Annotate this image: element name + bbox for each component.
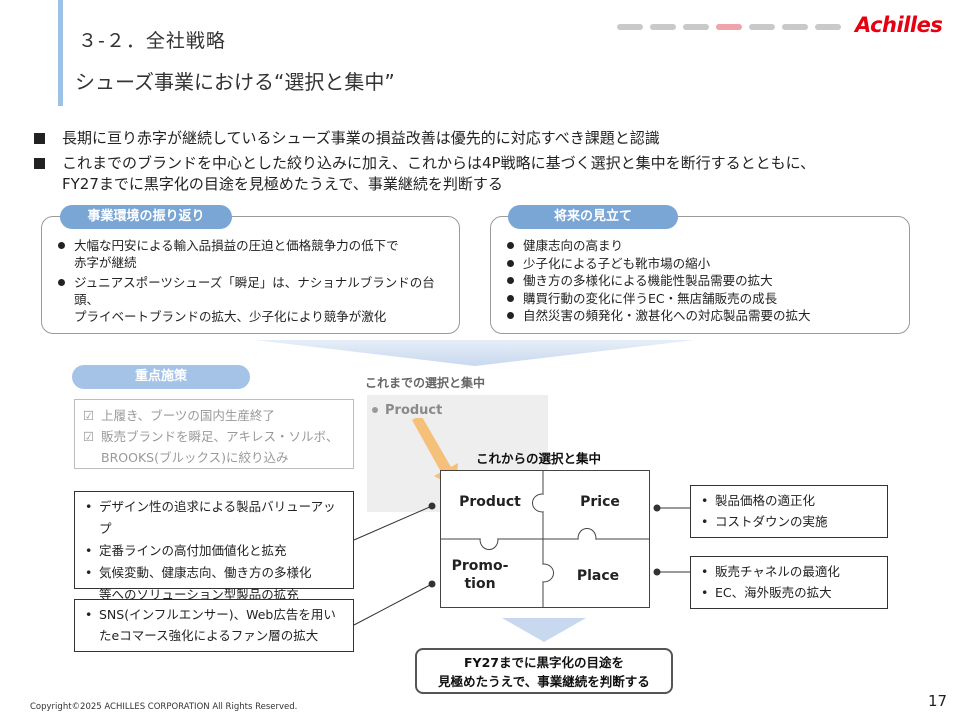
measures-label: 重点施策 [72,365,250,389]
list-item: 健康志向の高まり [505,237,811,255]
section-title: ３-２．全社戦略 [78,30,226,52]
price-measures-box: •製品価格の適正化 •コストダウンの実施 [690,485,888,538]
list-item: •コストダウンの実施 [701,514,828,529]
key-point: これまでのブランドを中心とした絞り込みに加え、これからは4P戦略に基づく選択と集… [34,153,815,174]
slide-progress-indicator [617,24,841,30]
previous-strategy-label: これまでの選択と集中 [365,376,486,390]
list-item-continuation: 等へのソリューション型製品の拡充 [99,587,299,602]
product-measures-box: •デザイン性の追求による製品バリューアップ •定番ラインの高付加価値化と拡充 •… [74,491,354,602]
review-label: 事業環境の振り返り [60,205,232,229]
past-measures-box: ☑上履き、ブーツの国内生産終了 ☑販売ブランドを瞬足、アキレス・ソルボ、 BRO… [74,399,354,469]
checkbox-icon: ☑ [83,408,95,423]
list-item: •定番ラインの高付加価値化と拡充 [85,543,287,558]
list-item: •製品価格の適正化 [701,493,816,508]
checkbox-icon: ☑ [83,429,95,444]
list-item: 少子化による子ども靴市場の縮小 [505,255,811,273]
next-strategy-label: これからの選択と集中 [476,451,602,466]
place-measures-list: •販売チャネルの最適化 •EC、海外販売の拡大 [699,561,879,603]
list-item: •気候変動、健康志向、働き方の多様化 [85,565,312,580]
product-measures-list: •デザイン性の追求による製品バリューアップ •定番ラインの高付加価値化と拡充 •… [83,496,345,606]
bullet-dot-icon [507,312,514,319]
four-p-puzzle [440,470,650,608]
achilles-logo: Achilles [855,13,943,37]
slide-title: シューズ事業における“選択と集中” [75,70,395,94]
list-item: •デザイン性の追求による製品バリューアップ [85,499,336,536]
title-accent-bar [58,0,63,106]
review-panel: 大幅な円安による輸入品損益の圧迫と価格競争力の低下で赤字が継続 ジュニアスポーツ… [41,216,460,334]
outlook-label: 将来の見立て [508,205,678,229]
progress-dash [749,24,775,30]
list-item: 大幅な円安による輸入品損益の圧迫と価格競争力の低下で赤字が継続 [56,237,459,271]
outlook-list: 健康志向の高まり 少子化による子ども靴市場の縮小 働き方の多様化による機能性製品… [505,237,811,325]
bullet-dot-icon [507,277,514,284]
progress-dash [650,24,676,30]
list-item: ジュニアスポーツシューズ「瞬足」は、ナショナルブランドの台頭、プライベートブラン… [56,274,459,325]
list-item-continuation: BROOKS(ブルックス)に絞り込み [101,450,289,465]
promotion-piece-label: Promo-tion [451,558,509,592]
key-point-continuation: FY27までに黒字化の目途を見極めたうえで、事業継続を判断する [62,175,503,193]
page-number: 17 [928,692,948,710]
key-points: 長期に亘り赤字が継続しているシューズ事業の損益改善は優先的に対応すべき課題と認識… [34,128,815,199]
bullet-dot-icon [372,406,378,413]
bullet-dot-icon [507,242,514,249]
list-item: ☑上履き、ブーツの国内生産終了 [83,405,345,426]
outlook-panel: 健康志向の高まり 少子化による子ども靴市場の縮小 働き方の多様化による機能性製品… [490,216,910,334]
list-item: 働き方の多様化による機能性製品需要の拡大 [505,272,811,290]
bullet-dot-icon [58,242,65,249]
bullet-dot-icon [58,279,65,286]
review-list: 大幅な円安による輸入品損益の圧迫と価格競争力の低下で赤字が継続 ジュニアスポーツ… [56,237,459,325]
progress-dash [683,24,709,30]
price-piece-label: Price [580,494,620,510]
price-measures-list: •製品価格の適正化 •コストダウンの実施 [699,490,879,532]
list-item: ☑販売ブランドを瞬足、アキレス・ソルボ、 [83,426,345,447]
bullet-dot-icon [507,294,514,302]
progress-dash [617,24,643,30]
place-piece-label: Place [576,568,620,584]
bullet-dot-icon [507,259,514,267]
list-item: •EC、海外販売の拡大 [701,585,832,600]
list-item: 購買行動の変化に伴うEC・無店舗販売の成長 [505,290,811,308]
square-bullet-icon [34,133,45,144]
list-item: •販売チャネルの最適化 [701,564,840,579]
previous-product-label: Product [372,403,442,418]
square-bullet-icon [34,158,45,169]
key-point: 長期に亘り赤字が継続しているシューズ事業の損益改善は優先的に対応すべき課題と認識 [34,128,815,149]
conclusion-box: FY27までに黒字化の目途を 見極めたうえで、事業継続を判断する [415,648,673,694]
progress-dash [815,24,841,30]
promotion-measures-list: •SNS(インフルエンサー)、Web広告を用い たeコマース強化によるファン層の… [83,604,345,646]
list-item: 自然災害の頻発化・激甚化への対応製品需要の拡大 [505,307,811,325]
place-measures-box: •販売チャネルの最適化 •EC、海外販売の拡大 [690,556,888,609]
copyright-notice: Copyright©2025 ACHILLES CORPORATION All … [30,702,298,712]
product-piece-label: Product [459,494,521,510]
promotion-measures-box: •SNS(インフルエンサー)、Web広告を用い たeコマース強化によるファン層の… [74,599,354,652]
down-chevron-icon [255,340,695,366]
progress-dash [782,24,808,30]
progress-dash-active [716,24,742,30]
list-item-continuation: たeコマース強化によるファン層の拡大 [99,628,319,643]
list-item: •SNS(インフルエンサー)、Web広告を用い [85,607,336,622]
down-chevron-icon [502,618,586,642]
